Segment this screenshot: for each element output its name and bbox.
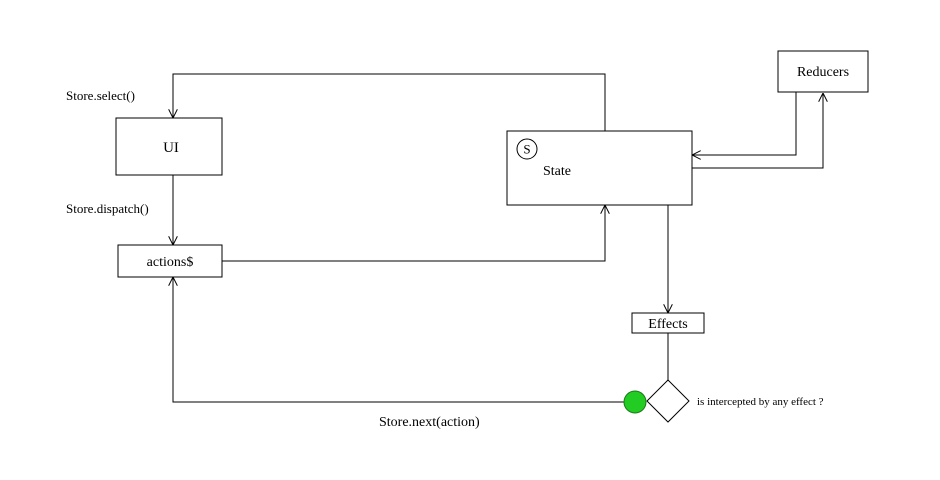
edge-reducers-to-state xyxy=(692,92,797,155)
edge-actions-to-state xyxy=(222,205,605,262)
decision-node: is intercepted by any effect ? xyxy=(623,379,824,423)
state-badge: S xyxy=(523,142,530,157)
start-dot xyxy=(623,390,647,414)
dispatch-edge-label: Store.dispatch() xyxy=(66,201,149,216)
state-node: S State xyxy=(506,130,693,206)
state-badge-circle xyxy=(516,138,538,160)
effects-node: Effects xyxy=(631,312,705,334)
decision-label: is intercepted by any effect ? xyxy=(697,396,824,408)
actions-label: actions$ xyxy=(147,255,194,270)
edge-next-to-actions xyxy=(173,277,625,403)
state-label: State xyxy=(543,164,571,179)
ui-node: UI xyxy=(115,117,223,176)
next-edge-label: Store.next(action) xyxy=(379,415,480,430)
actions-node: actions$ xyxy=(117,244,223,278)
ui-label: UI xyxy=(163,140,179,156)
edge-state-to-reducers xyxy=(692,93,823,169)
effects-label: Effects xyxy=(648,317,687,332)
edge-state-to-ui xyxy=(173,73,606,131)
reducers-label: Reducers xyxy=(797,65,849,80)
reducers-node: Reducers xyxy=(777,50,869,93)
select-edge-label: Store.select() xyxy=(66,88,135,103)
decision-diamond xyxy=(646,379,690,423)
